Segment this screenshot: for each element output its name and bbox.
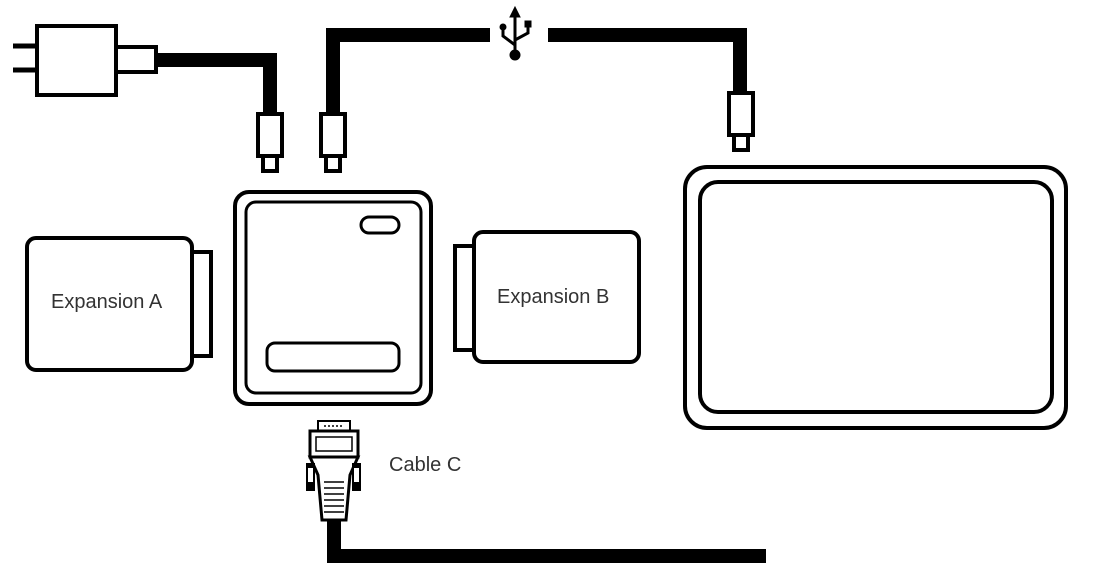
power-connector (256, 112, 284, 173)
usb-icon (499, 5, 532, 61)
power-plug-icon (13, 24, 158, 97)
power-cable (156, 53, 277, 116)
usb-display-connector (727, 91, 755, 152)
usb-hub-connector (319, 112, 347, 173)
cable-c-label: Cable C (389, 454, 462, 476)
display-device (683, 165, 1068, 430)
expansion-a-label: Expansion A (51, 291, 163, 313)
hub-device (233, 190, 433, 406)
expansion-b-label: Expansion B (497, 286, 610, 308)
usb-cable (326, 28, 747, 116)
cable-c (327, 520, 766, 563)
expansion-b-module (453, 230, 641, 364)
expansion-a-module (25, 236, 213, 372)
cable-c-connector (306, 420, 361, 522)
